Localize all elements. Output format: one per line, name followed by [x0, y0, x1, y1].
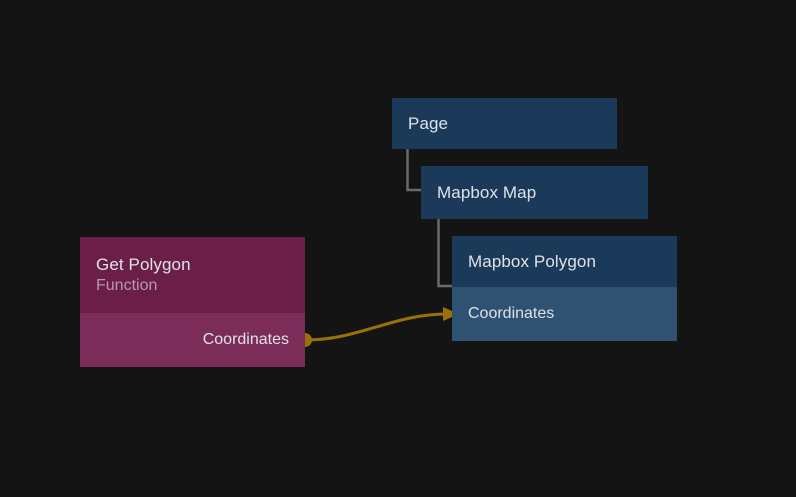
function-output-port-label: Coordinates — [202, 331, 289, 348]
tree-node-page[interactable]: Page — [392, 98, 617, 149]
tree-node-mapbox-polygon-label: Mapbox Polygon — [468, 251, 597, 271]
tree-connector-page-to-map — [406, 147, 423, 192]
function-node-header: Get Polygon Function — [80, 237, 305, 313]
tree-node-mapbox-polygon-header: Mapbox Polygon — [452, 236, 677, 287]
polygon-input-port-label: Coordinates — [468, 305, 555, 322]
polygon-input-port-coordinates[interactable]: Coordinates — [452, 287, 677, 341]
function-output-port-coordinates[interactable]: Coordinates — [80, 313, 305, 367]
function-output-port-row: Coordinates — [80, 313, 305, 367]
tree-node-mapbox-map-header: Mapbox Map — [421, 166, 648, 219]
function-node-title: Get Polygon — [96, 255, 191, 274]
function-node-subtitle: Function — [96, 277, 158, 294]
data-wire[interactable] — [303, 312, 450, 342]
tree-node-mapbox-map-label: Mapbox Map — [437, 182, 537, 202]
tree-connector-map-to-polygon — [437, 217, 454, 288]
polygon-input-port-row: Coordinates — [452, 287, 677, 341]
tree-node-page-label: Page — [408, 113, 449, 133]
tree-node-mapbox-polygon[interactable]: Mapbox Polygon Coordinates — [452, 236, 677, 341]
function-node-get-polygon[interactable]: Get Polygon Function Coordinates — [80, 237, 305, 367]
tree-node-mapbox-map[interactable]: Mapbox Map — [421, 166, 648, 219]
tree-node-page-header: Page — [392, 98, 617, 149]
